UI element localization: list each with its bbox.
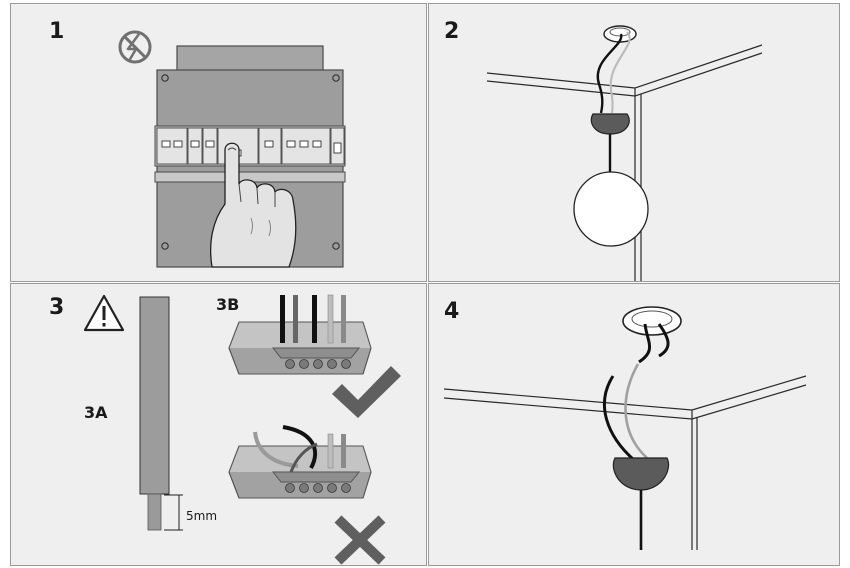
wire-gray: [609, 31, 631, 114]
panel-3-illustration: [83, 294, 401, 565]
stripped-wire: [139, 296, 183, 531]
connector-incorrect: [228, 425, 372, 499]
lamp-canopy: [590, 113, 630, 135]
cross-icon: [334, 515, 386, 565]
panel-step-4: 4: [428, 283, 840, 566]
ceiling-outline: [443, 375, 807, 550]
globe-lamp: [573, 171, 649, 247]
sub-step-3a: 3A: [84, 403, 108, 422]
wire-black-top: [638, 323, 651, 364]
wire-black: [596, 33, 623, 114]
step-number-1: 1: [49, 19, 65, 44]
panel-step-3: 3 3A 3B 5mm: [10, 283, 427, 566]
panel-step-2: 2: [428, 3, 840, 282]
connector-correct: [228, 294, 372, 375]
lamp-canopy: [612, 457, 670, 491]
ceiling-outline: [486, 44, 763, 281]
hand-illustration: [209, 142, 297, 268]
no-electricity-icon: [118, 30, 152, 64]
panel-4-illustration: [443, 306, 807, 550]
warning-triangle-icon: [83, 294, 125, 332]
panel-1-illustration: [118, 30, 346, 268]
sub-step-3b: 3B: [216, 295, 240, 314]
step-number-4: 4: [444, 299, 460, 324]
panel-2-illustration: [486, 25, 763, 281]
wire-gray-loose: [624, 363, 648, 459]
panel-step-1: 1: [10, 3, 427, 282]
checkmark-icon: [332, 366, 401, 418]
step-number-3: 3: [49, 295, 65, 320]
wire-black-loose: [603, 375, 635, 462]
strip-length-label: 5mm: [186, 509, 218, 523]
step-number-2: 2: [444, 19, 460, 44]
